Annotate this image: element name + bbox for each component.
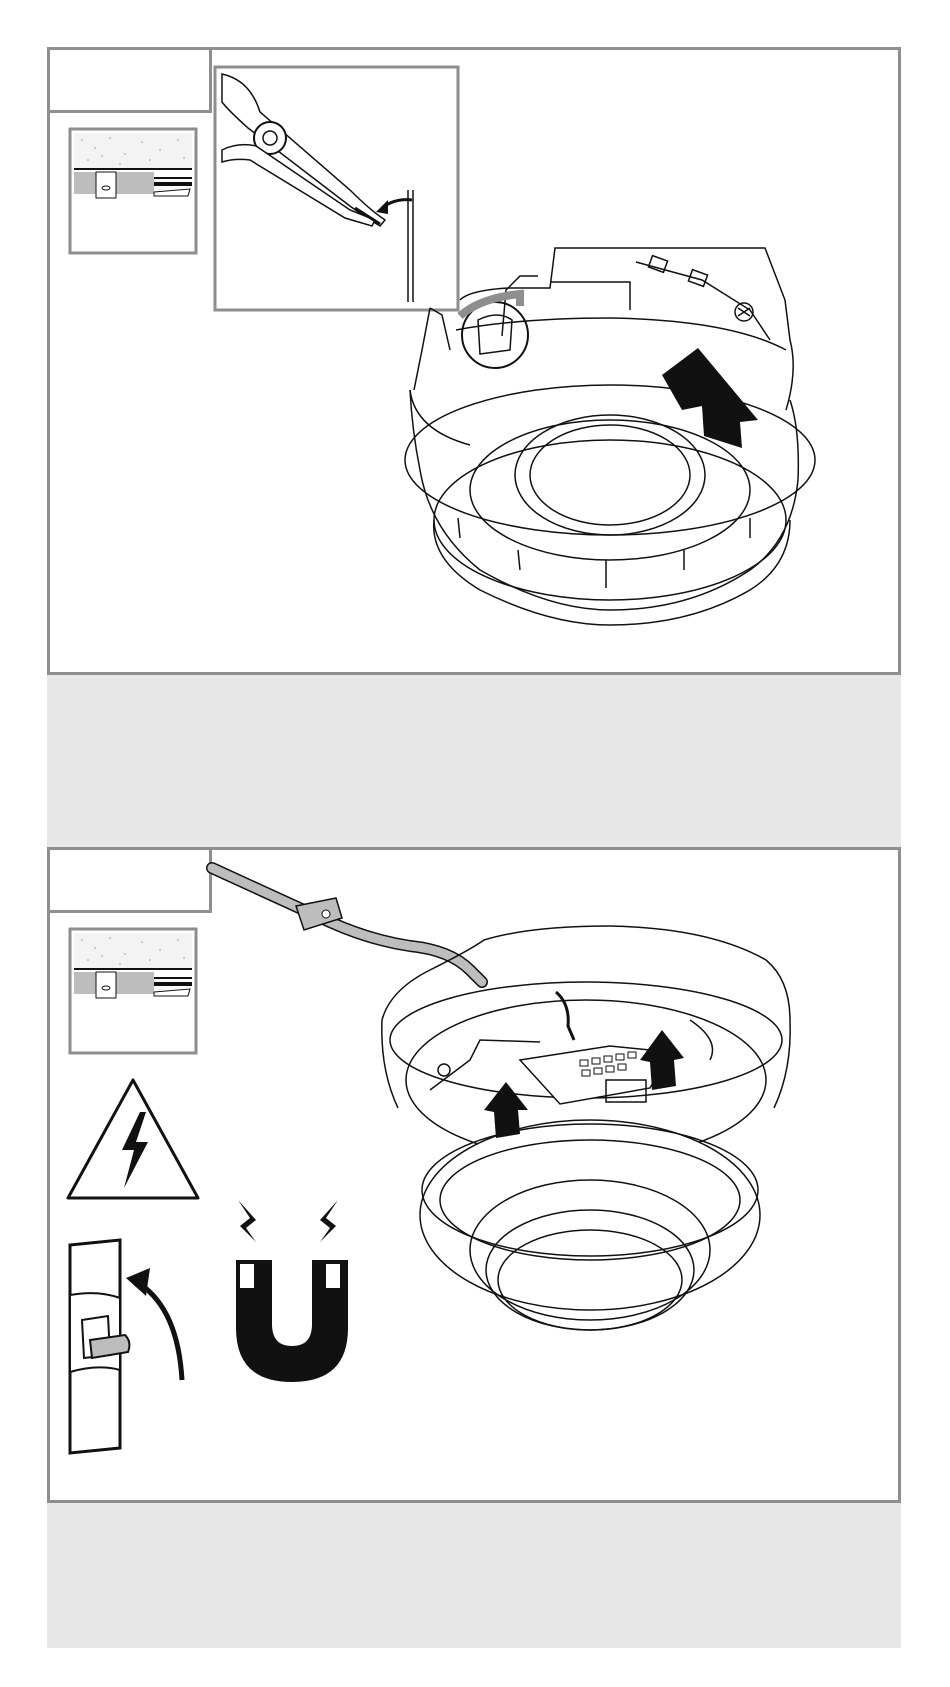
step-1-illustration (50, 50, 898, 672)
step-panel-1 (47, 47, 901, 675)
step-2-illustration (50, 850, 898, 1500)
up-arrow (662, 348, 758, 448)
lamp-base-push-up (405, 248, 815, 625)
ceiling-mount-inset (70, 129, 196, 253)
circuit-breaker-switch-icon (70, 1240, 182, 1453)
step-panel-2 (47, 847, 901, 1503)
lamp-cover-attach (382, 926, 790, 1330)
magnet-icon (236, 1200, 348, 1382)
pliers-bend-wire-inset (215, 67, 458, 310)
caption-band-2 (47, 1503, 901, 1648)
high-voltage-warning-icon (68, 1080, 198, 1198)
ceiling-mount-inset (70, 929, 196, 1053)
caption-band-1 (47, 675, 901, 847)
